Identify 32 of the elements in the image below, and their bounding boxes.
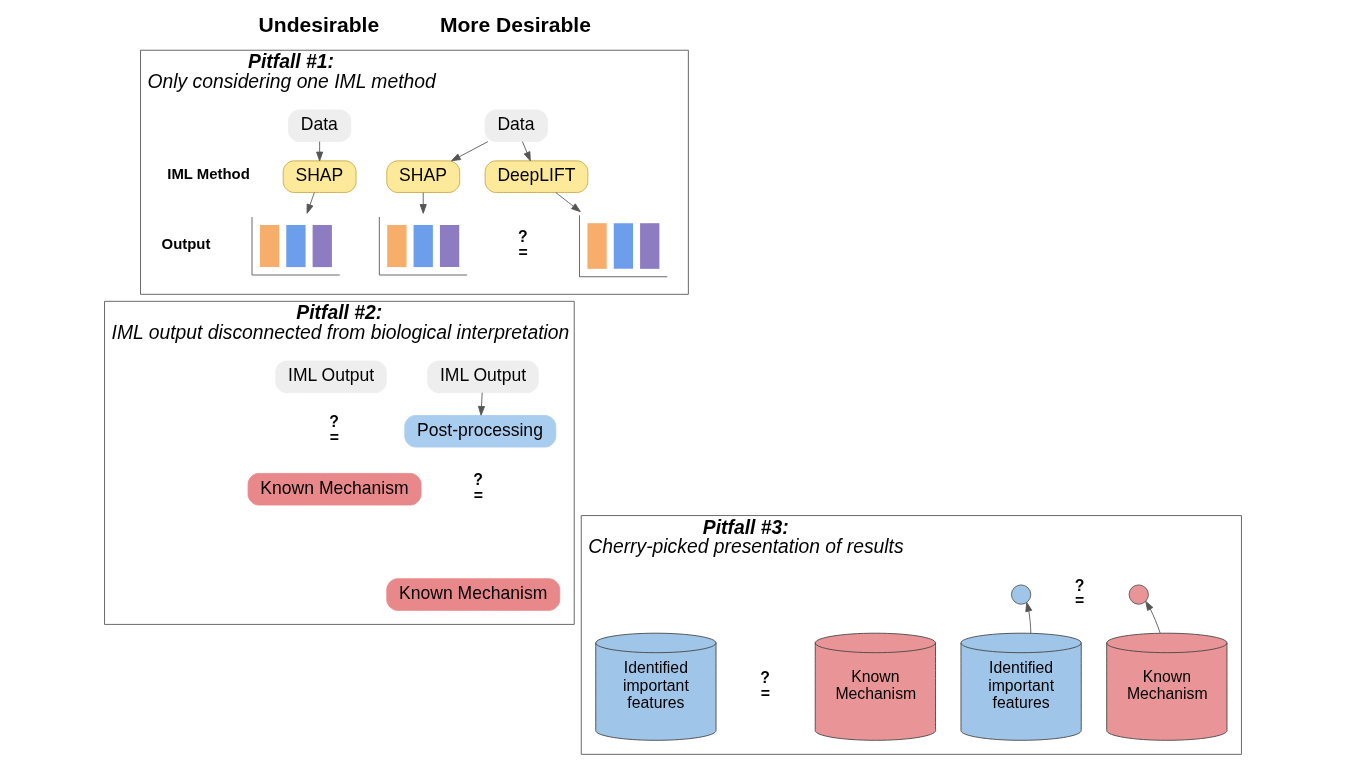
arrow	[554, 192, 581, 213]
node-box: SHAP	[385, 160, 460, 193]
arrow	[477, 392, 485, 416]
label: More Desirable	[439, 12, 591, 36]
arrow	[419, 192, 427, 214]
node-box: SHAP	[282, 160, 356, 193]
label: Output	[161, 234, 210, 252]
node-picture	[378, 216, 468, 276]
arrow	[1024, 602, 1032, 634]
label: ? =	[1074, 576, 1084, 610]
node-box: Data	[287, 109, 351, 142]
node-circle	[1010, 584, 1031, 605]
arrow	[306, 192, 315, 214]
label: ? =	[472, 471, 483, 504]
node-box: DeepLIFT	[484, 160, 588, 193]
label: ? =	[517, 227, 528, 261]
node-circle	[1128, 584, 1149, 605]
node-box: Data	[484, 109, 548, 142]
arrow	[521, 141, 531, 162]
node-picture	[578, 214, 668, 278]
label: ? =	[328, 413, 339, 447]
node-box: Known Mechanism	[247, 473, 421, 506]
label: IML Method	[166, 165, 250, 183]
arrow	[450, 141, 488, 162]
label: ? =	[759, 668, 770, 702]
arrow	[315, 141, 323, 162]
label: Undesirable	[258, 12, 379, 36]
node-picture	[251, 216, 340, 276]
node-box: Post-processing	[403, 415, 556, 448]
node-box: IML Output	[426, 360, 539, 394]
arrow	[1144, 600, 1161, 634]
node-box: Known Mechanism	[385, 578, 560, 611]
